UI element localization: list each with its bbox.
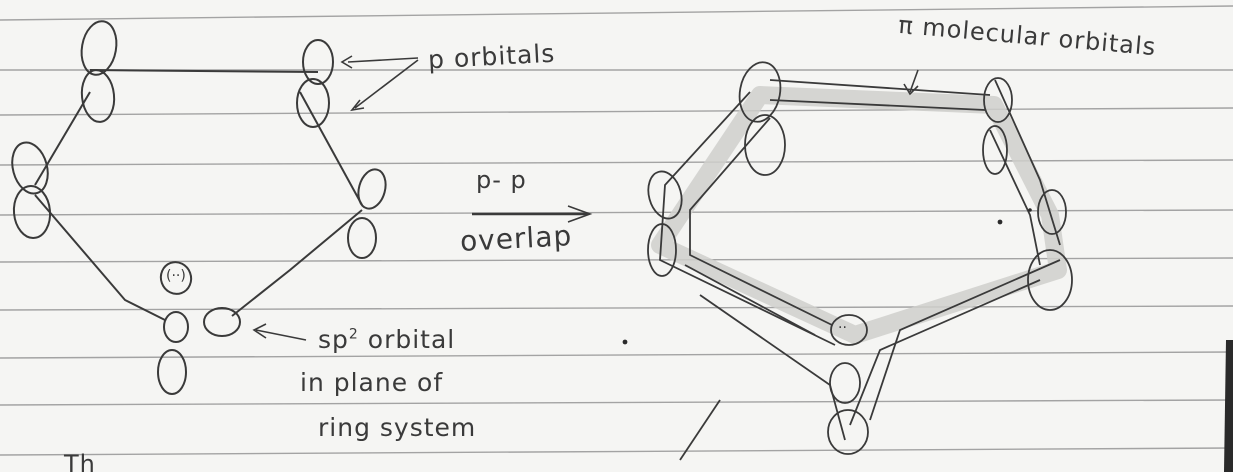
p-p-label: p- p xyxy=(476,166,527,194)
overlap-label: overlap xyxy=(459,219,573,258)
ring-bond xyxy=(89,69,319,73)
page-edge-shadow xyxy=(1224,340,1233,472)
p-orbital-left xyxy=(11,141,52,239)
overlap-arrow xyxy=(472,205,593,223)
p-orbital-top-right xyxy=(296,39,334,128)
right-ring-diagram xyxy=(622,61,1073,461)
sp2-pointer-arrow xyxy=(252,323,307,341)
left-ring-diagram xyxy=(11,20,419,395)
pointer-arrow xyxy=(340,55,419,69)
ring-bond xyxy=(34,194,166,321)
ring-system-label: ring system xyxy=(318,413,477,442)
sp2-suffix: orbital xyxy=(358,325,456,354)
sp2-prefix: sp xyxy=(318,325,349,354)
sp2-orbital-label: sp2 orbital xyxy=(318,325,455,354)
ring-bond xyxy=(34,91,91,186)
ruled-lines xyxy=(0,5,1233,456)
ring-bond xyxy=(299,91,363,206)
p-orbital-top-left xyxy=(80,20,118,123)
sp2-superscript: 2 xyxy=(348,326,359,343)
lone-pair-right: ·· xyxy=(838,320,847,336)
p-orbital-right xyxy=(347,168,387,259)
in-plane-of-label: in plane of xyxy=(300,368,444,397)
p-orbital-bottom xyxy=(157,261,241,395)
lone-pair-left: (··) xyxy=(166,268,186,284)
pointer-arrow xyxy=(350,59,419,112)
bottom-text-fragment: Th xyxy=(64,450,96,472)
ring-bond xyxy=(231,209,363,317)
